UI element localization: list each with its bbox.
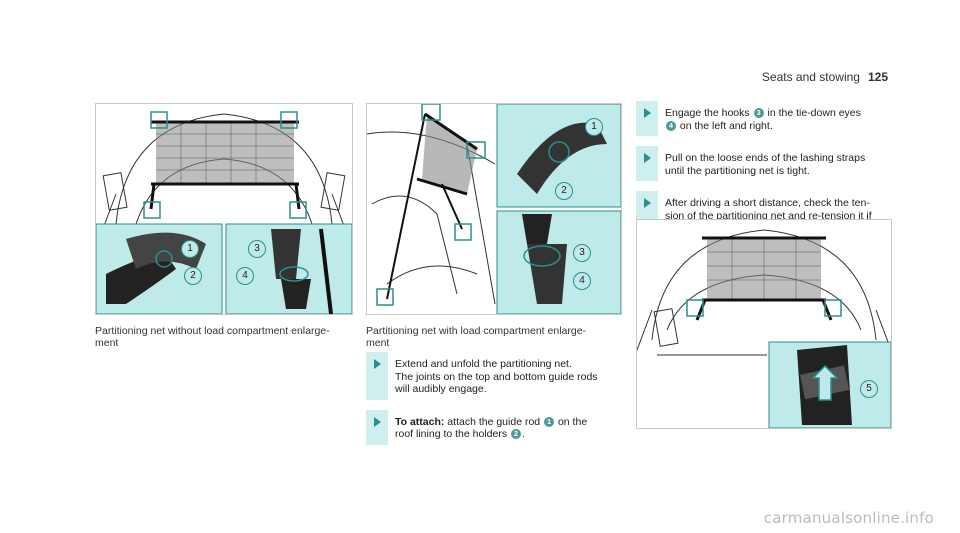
callout-1: 1 (181, 240, 199, 258)
callout-5: 5 (860, 380, 878, 398)
step-arrow-icon (644, 198, 651, 208)
step-arrow-icon (374, 359, 381, 369)
step-pull-text: Pull on the loose ends of the lashing st… (665, 152, 866, 177)
figure-tensioning: 5 (636, 219, 892, 429)
step-arrow-icon (374, 416, 381, 427)
callout-ref-2: 2 (511, 429, 521, 439)
step-attach-part3: . (522, 428, 525, 440)
step-hooks-part1: Engage the hooks (665, 107, 753, 119)
figure-net-with-enlargement: 1 2 3 4 (366, 103, 622, 315)
callout-ref-4: 4 (666, 120, 676, 131)
step-attach-lead: To attach: (395, 415, 445, 428)
callout-1: 1 (585, 118, 603, 136)
callout-2: 2 (555, 182, 573, 200)
step-arrow-icon (644, 108, 651, 118)
step-extend: Extend and unfold the partitioning net. … (366, 352, 620, 400)
step-hooks-text: Engage the hooks 3 in the tie-down eyes … (665, 107, 892, 132)
step-arrow-icon (644, 153, 651, 163)
step-hooks-part3: on the left and right. (677, 119, 773, 132)
step-extend-text: Extend and unfold the partitioning net. … (395, 358, 598, 395)
page-header: Seats and stowing 125 (762, 70, 888, 84)
figure-net-without-enlargement: 1 2 3 4 (95, 103, 353, 315)
callout-4: 4 (573, 272, 591, 290)
callout-ref-1: 1 (544, 416, 555, 427)
caption-left-text: Partitioning net without load compartmen… (95, 325, 330, 349)
step-hooks-part2: in the tie-down eyes (767, 107, 861, 119)
step-attach-part1: attach the guide rod (444, 415, 544, 428)
callout-4: 4 (236, 267, 254, 285)
step-attach-text: To attach: attach the guide rod 1 on the… (395, 416, 620, 441)
callout-2: 2 (184, 267, 202, 285)
callout-3: 3 (248, 240, 266, 258)
step-attach: To attach: attach the guide rod 1 on the… (366, 409, 620, 445)
section-title: Seats and stowing (761, 70, 860, 84)
callout-ref-3: 3 (753, 108, 764, 118)
caption-left: Partitioning net without load compartmen… (95, 325, 345, 349)
step-attach-part2: on the roof lining to the holders (395, 415, 588, 441)
page-number: 125 (867, 70, 888, 84)
steps-middle: Extend and unfold the partitioning net. … (366, 352, 620, 455)
watermark: carmanualsonline.info (763, 509, 934, 527)
caption-middle: Partitioning net with load compartment e… (366, 325, 616, 349)
caption-middle-text: Partitioning net with load compartment e… (366, 325, 587, 349)
step-hooks: Engage the hooks 3 in the tie-down eyes … (636, 101, 892, 136)
step-pull: Pull on the loose ends of the lashing st… (636, 146, 892, 181)
callout-3: 3 (573, 244, 591, 262)
